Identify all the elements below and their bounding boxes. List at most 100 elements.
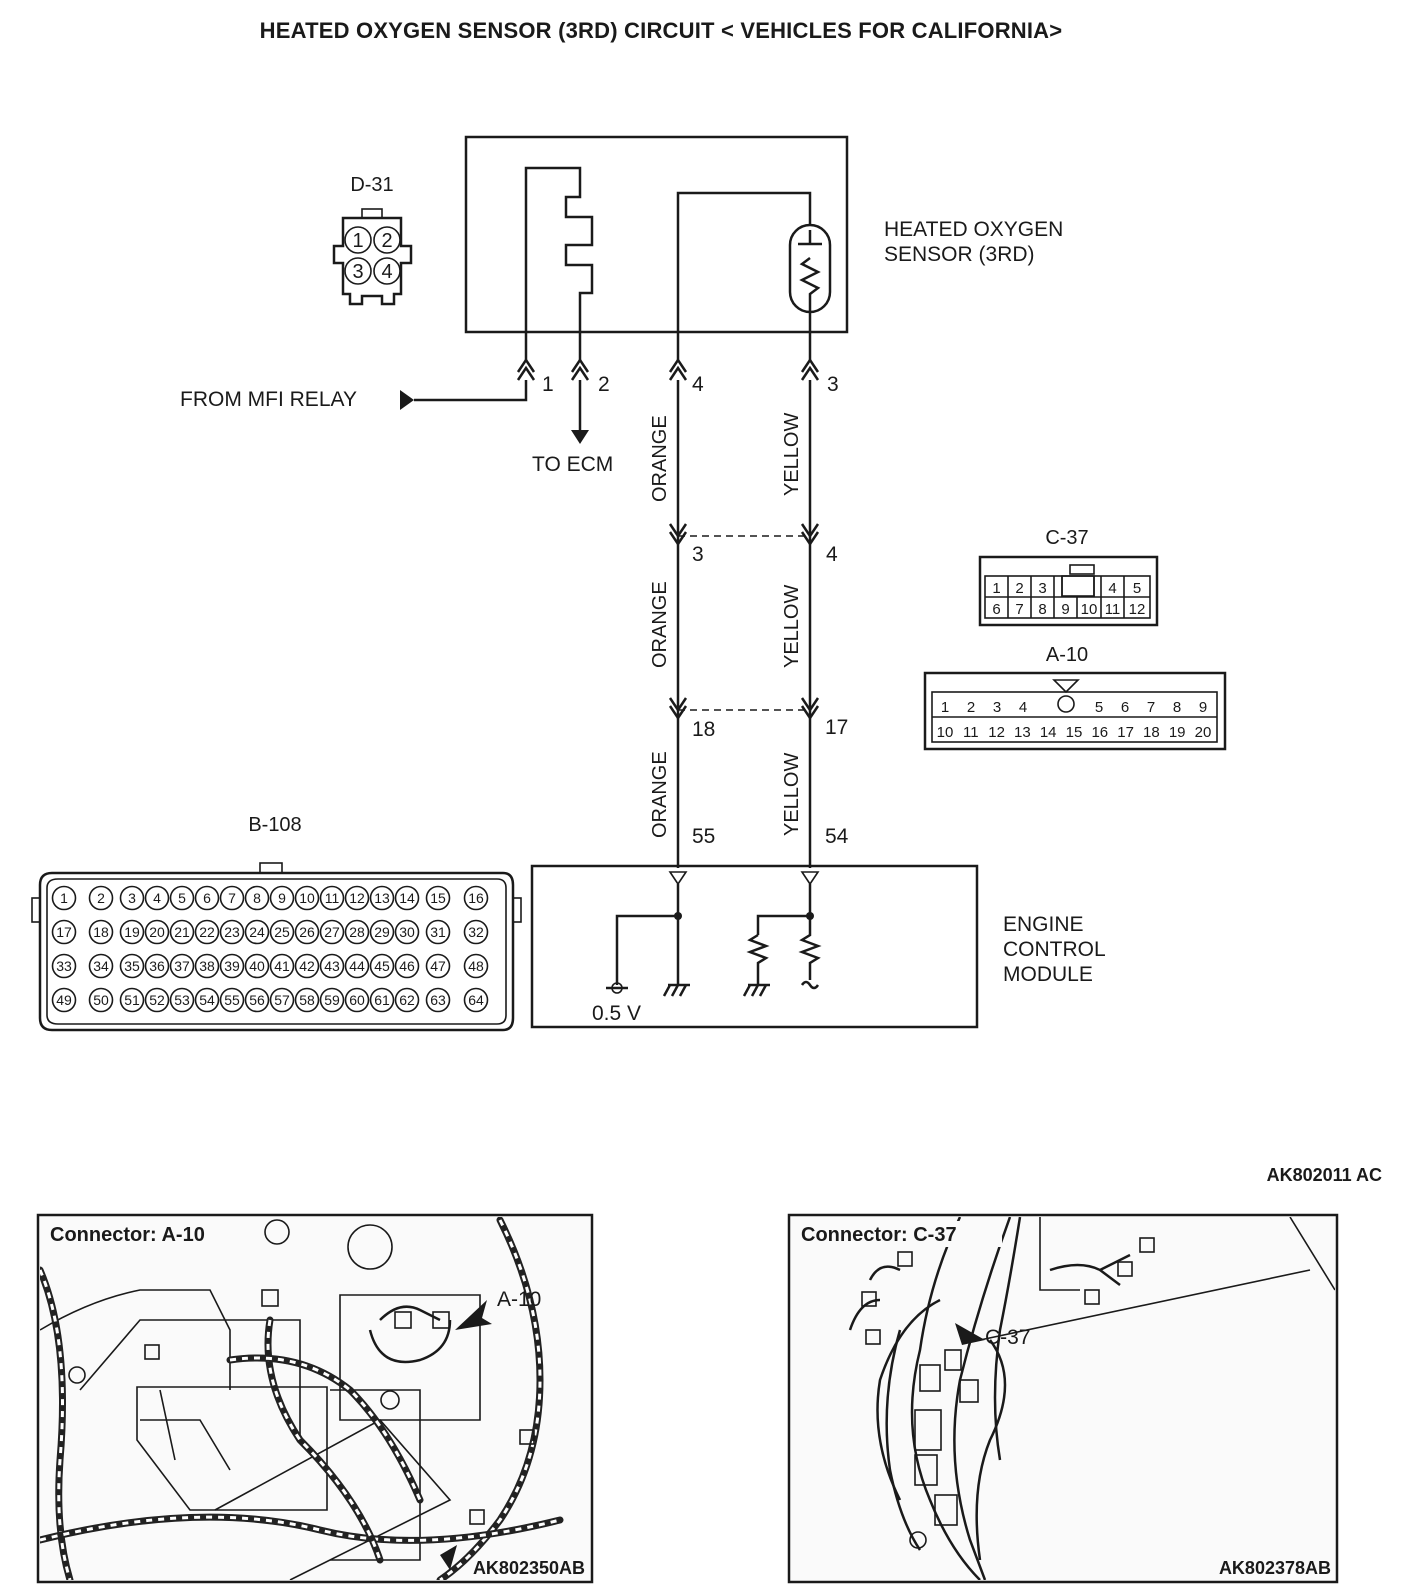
b108-pin-socket bbox=[344, 987, 370, 1013]
b108-pin-socket bbox=[294, 953, 320, 979]
b108-pin-label: 18 bbox=[93, 924, 109, 940]
b108-pin-socket bbox=[169, 919, 195, 945]
wire-label-orange-2: ORANGE bbox=[649, 581, 671, 668]
b108-pin-label: 45 bbox=[374, 958, 390, 974]
b108-pin-label: 43 bbox=[324, 958, 340, 974]
a10-pin-label: 15 bbox=[1066, 724, 1083, 741]
b108-pin-label: 16 bbox=[468, 890, 484, 906]
c37-pin-4: 4 bbox=[826, 543, 838, 566]
b108-pin-socket bbox=[119, 885, 145, 911]
b108-pin-socket bbox=[319, 953, 345, 979]
b108-pin-socket bbox=[51, 987, 77, 1013]
b108-pin-label: 30 bbox=[399, 924, 415, 940]
c37-pin-label: 4 bbox=[1108, 580, 1116, 597]
a10-pin-label: 13 bbox=[1014, 724, 1031, 741]
b108-pin-socket bbox=[294, 885, 320, 911]
b108-pin-label: 31 bbox=[430, 924, 446, 940]
a10-pin-label: 20 bbox=[1195, 724, 1212, 741]
b108-pin-label: 44 bbox=[349, 958, 365, 974]
photo-c37-callout: C-37 bbox=[985, 1326, 1031, 1349]
diagram-title: HEATED OXYGEN SENSOR (3RD) CIRCUIT < VEH… bbox=[260, 18, 1063, 43]
b108-pin-socket bbox=[119, 987, 145, 1013]
a10-pin-label: 10 bbox=[937, 724, 954, 741]
heater-wire bbox=[676, 191, 812, 360]
a10-pin-label: 3 bbox=[993, 699, 1001, 716]
photo-c37 bbox=[787, 1213, 1339, 1584]
b108-pin-label: 14 bbox=[399, 890, 415, 906]
b108-pin-label: 50 bbox=[93, 992, 109, 1008]
b108-pin-label: 59 bbox=[324, 992, 340, 1008]
b108-pin-label: 62 bbox=[399, 992, 415, 1008]
ecm-label-line1: ENGINE bbox=[1003, 913, 1084, 936]
ecm-pin-54: 54 bbox=[825, 825, 849, 848]
b108-pin-socket bbox=[319, 987, 345, 1013]
b108-name: B-108 bbox=[248, 814, 301, 836]
wire-label-yellow-2: YELLOW bbox=[781, 585, 803, 668]
b108-pin-socket bbox=[269, 885, 295, 911]
ecm-label-line3: MODULE bbox=[1003, 963, 1093, 986]
b108-pin-label: 7 bbox=[228, 890, 236, 906]
sensor-label-line1: HEATED OXYGEN bbox=[884, 218, 1063, 241]
photo-a10-title: Connector: A-10 bbox=[50, 1224, 205, 1246]
a10-pin-label: 19 bbox=[1169, 724, 1186, 741]
c37-name: C-37 bbox=[1045, 527, 1088, 549]
b108-pin-label: 22 bbox=[199, 924, 215, 940]
b108-pin-label: 8 bbox=[253, 890, 261, 906]
a10-pin-18: 18 bbox=[692, 718, 715, 741]
b108-pin-label: 25 bbox=[274, 924, 290, 940]
b108-pin-socket bbox=[194, 953, 220, 979]
b108-pin-label: 6 bbox=[203, 890, 211, 906]
b108-pin-socket bbox=[169, 953, 195, 979]
b108-pin-label: 33 bbox=[56, 958, 72, 974]
c37-pin-label: 1 bbox=[992, 580, 1000, 597]
b108-pin-socket bbox=[244, 953, 270, 979]
a10-pin-label: 8 bbox=[1173, 699, 1181, 716]
b108-pin-label: 49 bbox=[56, 992, 72, 1008]
b108-pin-label: 27 bbox=[324, 924, 340, 940]
b108-pin-socket bbox=[51, 919, 77, 945]
b108-pin-socket bbox=[344, 919, 370, 945]
b108-pin-socket bbox=[369, 953, 395, 979]
b108-pin-label: 28 bbox=[349, 924, 365, 940]
a10-pin-label: 11 bbox=[963, 724, 979, 741]
sensor-label-line2: SENSOR (3RD) bbox=[884, 243, 1035, 266]
photo-c37-title: Connector: C-37 bbox=[801, 1224, 957, 1246]
d31-pin-4: 4 bbox=[381, 261, 392, 283]
b108-pin-socket bbox=[88, 953, 114, 979]
b108-pin-socket bbox=[169, 885, 195, 911]
b108-pin-socket bbox=[51, 953, 77, 979]
b108-pin-label: 53 bbox=[174, 992, 190, 1008]
b108-pin-socket bbox=[219, 953, 245, 979]
pin-1: 1 bbox=[542, 373, 554, 396]
a10-pin-label: 12 bbox=[988, 724, 1005, 741]
c37-pin-label: 6 bbox=[992, 601, 1000, 618]
b108-pin-socket bbox=[144, 919, 170, 945]
b108-pin-socket bbox=[394, 885, 420, 911]
b108-pin-label: 56 bbox=[249, 992, 265, 1008]
b108-pin-socket bbox=[463, 953, 489, 979]
to-ecm-arrow bbox=[571, 430, 589, 444]
d31-pin-3: 3 bbox=[352, 261, 363, 283]
b108-pin-socket bbox=[269, 987, 295, 1013]
b108-pin-socket bbox=[394, 919, 420, 945]
ecm-internal-circuit bbox=[606, 871, 822, 997]
b108-pin-label: 51 bbox=[124, 992, 140, 1008]
b108-pin-socket bbox=[269, 919, 295, 945]
b108-pin-socket bbox=[269, 953, 295, 979]
b108-pin-label: 58 bbox=[299, 992, 315, 1008]
b108-pin-socket bbox=[244, 919, 270, 945]
b108-pin-label: 10 bbox=[299, 890, 315, 906]
b108-pin-label: 57 bbox=[274, 992, 290, 1008]
b108-connector bbox=[31, 862, 522, 1032]
b108-pin-label: 3 bbox=[128, 890, 136, 906]
b108-pin-socket bbox=[425, 987, 451, 1013]
wire-label-orange-3: ORANGE bbox=[649, 751, 671, 838]
b108-pin-socket bbox=[244, 885, 270, 911]
b108-pin-label: 46 bbox=[399, 958, 415, 974]
b108-pin-label: 52 bbox=[149, 992, 165, 1008]
c37-pin-3: 3 bbox=[692, 543, 704, 566]
